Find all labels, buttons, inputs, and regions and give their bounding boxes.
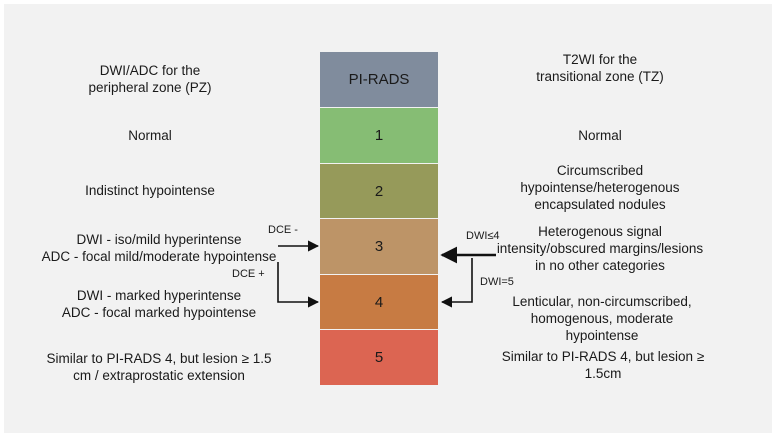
tz-header: T2WI for the transitional zone (TZ) (500, 51, 700, 85)
pz-header-line-1: DWI/ADC for the (99, 63, 201, 78)
dce-plus-label: DCE + (232, 268, 265, 280)
score-label-5: 5 (374, 349, 384, 366)
pz-row-5-line-2: cm / extraprostatic extension (73, 368, 245, 383)
dce-minus-label: DCE - (268, 224, 298, 236)
tz-row-3-line-3: in no other categories (535, 258, 665, 273)
tz-row-4-line-2: homogenous, moderate (530, 311, 674, 326)
dwi-eq5-label: DWI=5 (480, 276, 514, 288)
pz-row-4: DWI - marked hyperintense ADC - focal ma… (14, 287, 304, 321)
pz-row-1-line-1: Normal (128, 128, 172, 143)
pz-row-4-line-1: DWI - marked hyperintense (76, 288, 242, 303)
pz-row-3-line-1: DWI - iso/mild hyperintense (76, 232, 242, 247)
score-cell-2: 2 (320, 164, 438, 218)
tz-row-4-line-3: hypointense (565, 328, 639, 343)
pz-header: DWI/ADC for the peripheral zone (PZ) (40, 62, 260, 96)
tz-row-1-line-1: Normal (578, 128, 622, 143)
tz-row-3-line-2: intensity/obscured margins/lesions (496, 241, 704, 256)
tz-row-2-line-2: hypointense/heterogenous (520, 180, 680, 195)
score-cell-4: 4 (320, 275, 438, 329)
dce-plus-arrow (277, 262, 320, 308)
tz-row-5: Similar to PI-RADS 4, but lesion ≥ 1.5cm (495, 348, 711, 382)
tz-row-3: Heterogenous signal intensity/obscured m… (485, 223, 715, 274)
tz-row-3-line-1: Heterogenous signal (538, 224, 662, 239)
tz-row-5-line-1: Similar to PI-RADS 4, but lesion ≥ (501, 349, 705, 364)
tz-row-2-line-1: Circumscribed (556, 163, 644, 178)
tz-row-5-line-2: 1.5cm (584, 366, 622, 381)
score-label-1: 1 (374, 127, 384, 144)
pz-row-2-line-1: Indistinct hypointense (85, 183, 215, 198)
pz-header-line-2: peripheral zone (PZ) (88, 80, 212, 95)
tz-row-4-line-1: Lenticular, non-circumscribed, (512, 294, 692, 309)
pz-row-5-line-1: Similar to PI-RADS 4, but lesion ≥ 1.5 (46, 351, 272, 366)
pz-row-5: Similar to PI-RADS 4, but lesion ≥ 1.5 c… (14, 350, 304, 384)
score-cell-3: 3 (320, 219, 438, 274)
score-cell-1: 1 (320, 108, 438, 163)
tz-row-1: Normal (500, 127, 700, 144)
pz-row-1: Normal (50, 127, 250, 144)
score-label-2: 2 (374, 182, 384, 200)
pz-row-3-line-2: ADC - focal mild/moderate hypointense (41, 249, 277, 264)
dwi-eq5-arrow (440, 258, 473, 308)
dwi-le4-label: DWI≤4 (466, 230, 500, 242)
tz-row-2-line-3: encapsulated nodules (534, 197, 666, 212)
tz-row-2: Circumscribed hypointense/heterogenous e… (492, 162, 708, 213)
pz-row-2: Indistinct hypointense (50, 182, 250, 199)
tz-header-line-1: T2WI for the (562, 52, 638, 67)
tz-row-4: Lenticular, non-circumscribed, homogenou… (490, 293, 714, 344)
pz-row-3: DWI - iso/mild hyperintense ADC - focal … (14, 231, 304, 265)
score-label-3: 3 (374, 238, 384, 255)
pi-rads-header-label: PI-RADS (348, 71, 410, 88)
score-cell-5: 5 (320, 330, 438, 385)
pz-row-4-line-2: ADC - focal marked hypointense (61, 305, 257, 320)
tz-header-line-2: transitional zone (TZ) (536, 69, 664, 84)
pi-rads-header: PI-RADS (320, 52, 438, 107)
score-label-4: 4 (374, 293, 384, 311)
